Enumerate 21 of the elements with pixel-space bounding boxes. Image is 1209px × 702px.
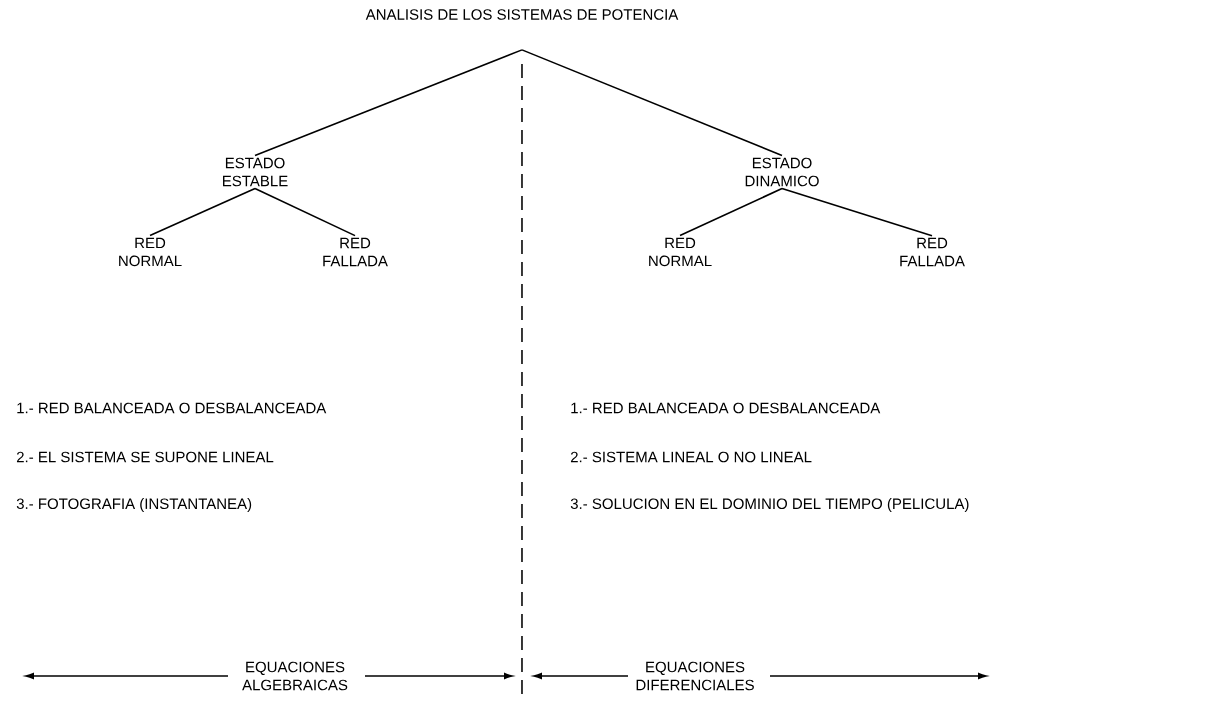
tree-line: [679, 187, 783, 237]
list-item: 3.- FOTOGRAFIA (INSTANTANEA): [16, 498, 252, 512]
node-label: ESTADO DINAMICO: [745, 157, 819, 187]
node-label: RED FALLADA: [323, 237, 388, 267]
tree-line: [521, 49, 783, 157]
node-label: RED FALLADA: [900, 237, 965, 267]
node-label: RED NORMAL: [119, 237, 182, 267]
tree-line: [254, 49, 523, 157]
node-label: RED NORMAL: [649, 237, 712, 267]
tree-line: [781, 187, 933, 237]
title-text: ANALISIS DE LOS SISTEMAS DE POTENCIA: [365, 9, 679, 20]
node-label: ESTADO ESTABLE: [223, 157, 288, 187]
tree-line: [149, 187, 256, 237]
list-item: 2.- EL SISTEMA SE SUPONE LINEAL: [16, 451, 274, 463]
note-text: EQUACIONES ALGEBRAICAS: [242, 661, 348, 691]
list-item: 1.- RED BALANCEADA O DESBALANCEADA: [571, 402, 881, 414]
list-item: 1.- RED BALANCEADA O DESBALANCEADA: [17, 402, 327, 414]
note-text: EQUACIONES DIFERENCIALES: [636, 661, 754, 691]
list-item: 3.- SOLUCION EN EL DOMINIO DEL TIEMPO (PELICULA): [570, 498, 969, 512]
tree-line: [254, 187, 356, 237]
list-item: 2.- SISTEMA LINEAL O NO LINEAL: [570, 451, 812, 463]
